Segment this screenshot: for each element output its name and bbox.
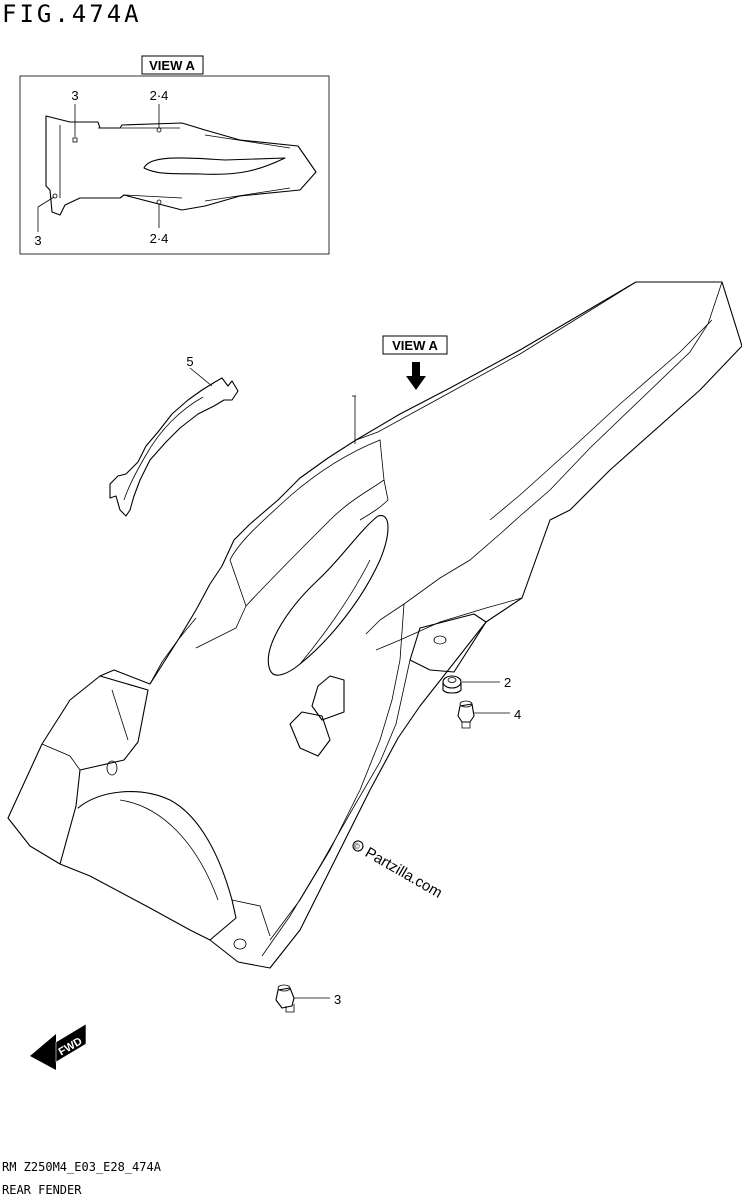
part-2-nut: 2 — [442, 675, 511, 694]
callout-2: 2 — [504, 675, 511, 690]
svg-text:©: © — [352, 841, 362, 852]
watermark-text: Partzilla.com — [362, 844, 445, 902]
inset-callout-3-top: 3 — [71, 88, 78, 103]
footer-code: RM Z250M4_E03_E28_474A — [2, 1160, 161, 1174]
part-4-bolt: 4 — [457, 700, 521, 729]
inset-callout-3-bottom: 3 — [34, 233, 41, 248]
callout-4: 4 — [514, 707, 521, 722]
main-view-a-indicator: VIEW A — [382, 335, 448, 390]
main-view-label-box — [382, 335, 448, 355]
rear-fender-part — [7, 281, 742, 969]
inset-frame — [19, 75, 330, 255]
main-view-label: VIEW A — [392, 338, 438, 353]
inset-view-a: VIEW A 3 2·4 3 2·4 — [19, 55, 330, 255]
watermark: © Partzilla.com — [352, 840, 445, 902]
figure-title: FIG.474A — [2, 0, 142, 28]
view-direction-arrow-icon — [406, 362, 426, 390]
part-5-stay: 5 — [109, 354, 239, 517]
inset-fender-outline — [45, 115, 317, 216]
inset-view-label: VIEW A — [149, 58, 195, 73]
callout-3: 3 — [334, 992, 341, 1007]
inset-callout-2-4-bottom: 2·4 — [150, 231, 169, 246]
part-3-bolt: 3 — [275, 984, 341, 1013]
inset-view-label-box — [141, 55, 204, 75]
callout-5: 5 — [186, 354, 193, 369]
fwd-arrow-icon: FWD — [30, 1023, 87, 1070]
footer-part-name: REAR FENDER — [2, 1183, 82, 1197]
inset-callout-2-4-top: 2·4 — [150, 88, 169, 103]
